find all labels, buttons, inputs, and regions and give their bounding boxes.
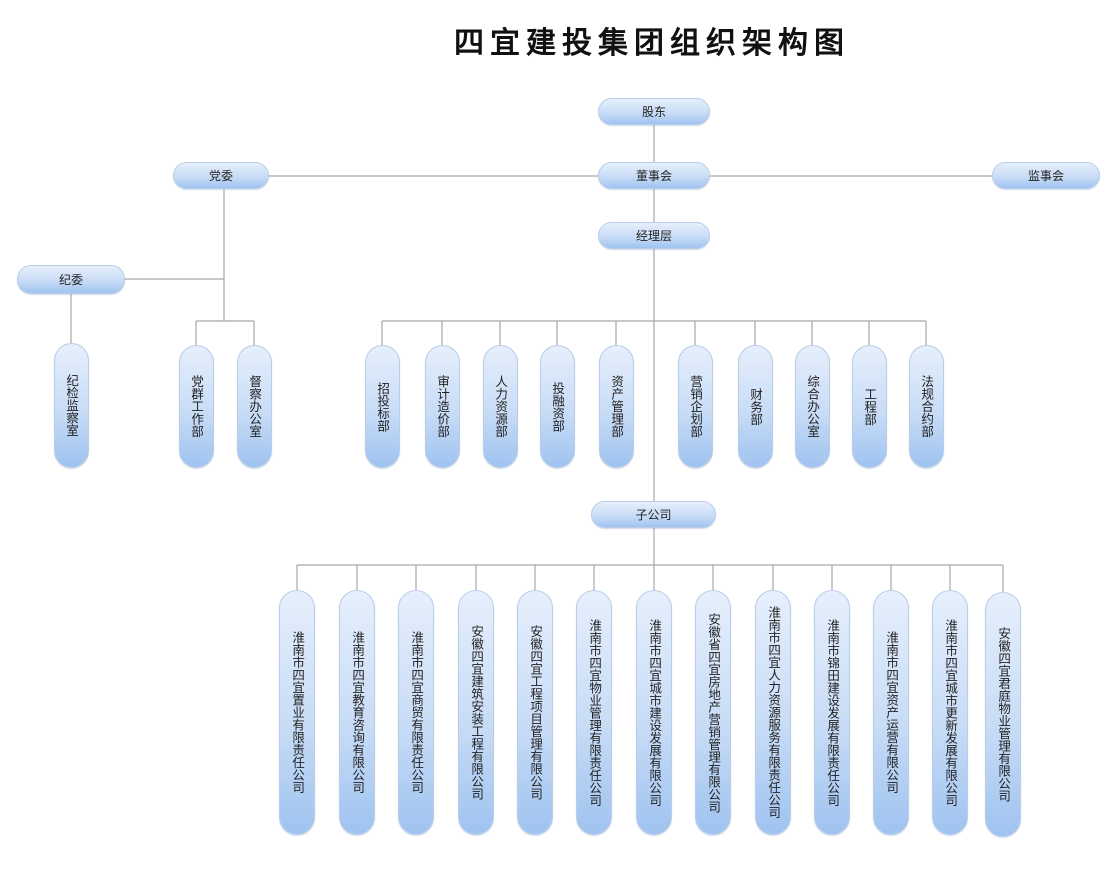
department-node[interactable]: 法规合约部: [908, 345, 944, 468]
node-shareholders[interactable]: 股东: [598, 98, 710, 125]
node-label: 淮南市锦田建设发展有限责任公司: [825, 618, 841, 807]
subsidiary-node[interactable]: 安徽省四宜房地产营销管理有限公司: [695, 590, 731, 835]
node-label: 经理层: [635, 229, 672, 243]
node-label: 审计造价部: [435, 375, 451, 438]
department-node[interactable]: 综合办公室: [794, 345, 830, 468]
subsidiary-node[interactable]: 淮南市四宜教育咨询有限公司: [339, 590, 375, 835]
node-label: 资产管理部: [609, 375, 625, 438]
node-label: 工程部: [862, 387, 878, 426]
subsidiary-node[interactable]: 淮南市四宜置业有限责任公司: [279, 590, 315, 835]
node-label: 淮南市四宜物业管理有限责任公司: [587, 618, 603, 807]
department-node[interactable]: 营销企划部: [677, 345, 713, 468]
department-node[interactable]: 人力资源部: [482, 345, 518, 468]
node-label: 纪委: [58, 273, 83, 287]
party-dept-node[interactable]: 督察办公室: [236, 345, 272, 468]
node-label: 安徽四宜工程项目管理有限公司: [528, 625, 544, 800]
node-label: 安徽省四宜房地产营销管理有限公司: [706, 612, 722, 813]
node-label: 法规合约部: [919, 375, 935, 438]
node-label: 淮南市四宜资产运营有限公司: [884, 631, 900, 794]
node-label: 招投标部: [375, 381, 391, 432]
node-label: 安徽四宜君庭物业管理有限公司: [996, 627, 1012, 802]
node-label: 董事会: [635, 169, 672, 183]
node-supervisory-board[interactable]: 监事会: [992, 162, 1100, 189]
subsidiary-node[interactable]: 淮南市四宜城市建设发展有限公司: [636, 590, 672, 835]
subsidiary-node[interactable]: 淮南市四宜物业管理有限责任公司: [576, 590, 612, 835]
subsidiary-node[interactable]: 淮南市四宜城市更新发展有限公司: [932, 590, 968, 835]
node-board[interactable]: 董事会: [598, 162, 710, 189]
node-label: 淮南市四宜人力资源服务有限责任公司: [766, 606, 782, 819]
node-label: 营销企划部: [688, 375, 704, 438]
node-label: 淮南市四宜城市建设发展有限公司: [647, 618, 663, 807]
node-label: 党群工作部: [189, 375, 205, 438]
party-dept-node[interactable]: 党群工作部: [178, 345, 214, 468]
node-party-committee[interactable]: 党委: [173, 162, 269, 189]
node-label: 淮南市四宜教育咨询有限公司: [350, 631, 366, 794]
node-label: 股东: [641, 105, 666, 119]
node-label: 人力资源部: [493, 375, 509, 438]
node-label: 淮南市四宜置业有限责任公司: [290, 631, 306, 794]
department-node[interactable]: 工程部: [851, 345, 887, 468]
node-management[interactable]: 经理层: [598, 222, 710, 249]
node-label: 纪检监察室: [64, 374, 80, 437]
node-label: 淮南市四宜城市更新发展有限公司: [943, 618, 959, 807]
node-label: 子公司: [635, 508, 672, 522]
subsidiary-node[interactable]: 安徽四宜建筑安装工程有限公司: [458, 590, 494, 835]
department-node[interactable]: 财务部: [737, 345, 773, 468]
subsidiary-node[interactable]: 淮南市四宜人力资源服务有限责任公司: [755, 590, 791, 835]
node-subsidiaries[interactable]: 子公司: [591, 501, 716, 528]
node-label: 督察办公室: [247, 375, 263, 438]
node-discipline-committee[interactable]: 纪委: [17, 265, 125, 294]
subsidiary-node[interactable]: 淮南市四宜商贸有限责任公司: [398, 590, 434, 835]
subsidiary-node[interactable]: 安徽四宜君庭物业管理有限公司: [985, 592, 1021, 837]
node-label: 党委: [208, 169, 233, 183]
department-node[interactable]: 招投标部: [364, 345, 400, 468]
node-label: 投融资部: [550, 381, 566, 432]
node-label: 淮南市四宜商贸有限责任公司: [409, 631, 425, 794]
subsidiary-node[interactable]: 淮南市锦田建设发展有限责任公司: [814, 590, 850, 835]
chart-title: 四宜建投集团组织架构图: [454, 26, 850, 61]
subsidiary-node[interactable]: 安徽四宜工程项目管理有限公司: [517, 590, 553, 835]
department-node[interactable]: 审计造价部: [424, 345, 460, 468]
node-label: 监事会: [1027, 169, 1064, 183]
department-node[interactable]: 投融资部: [539, 345, 575, 468]
department-node[interactable]: 资产管理部: [598, 345, 634, 468]
subsidiary-node[interactable]: 淮南市四宜资产运营有限公司: [873, 590, 909, 835]
node-label: 综合办公室: [805, 375, 821, 438]
node-label: 财务部: [748, 387, 764, 426]
party-dept-node[interactable]: 纪检监察室: [53, 343, 89, 468]
node-label: 安徽四宜建筑安装工程有限公司: [469, 625, 485, 800]
